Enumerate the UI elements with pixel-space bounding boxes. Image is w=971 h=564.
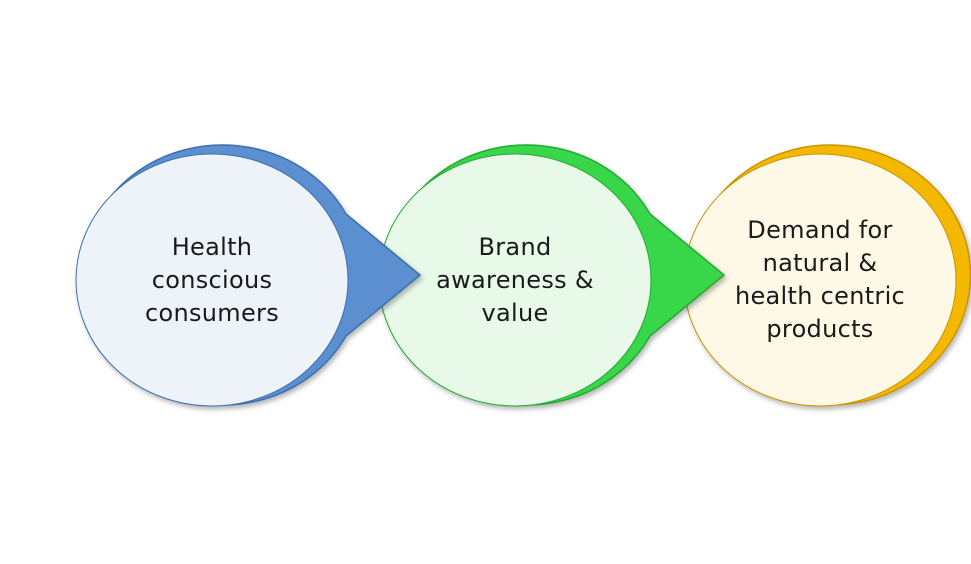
node-2-label: Brand awareness & value	[395, 180, 635, 380]
node-2-line: awareness &	[436, 265, 594, 294]
node-1-line: Health	[171, 232, 253, 261]
node-3-shape	[683, 144, 971, 407]
node-3-label: Demand for natural & health centric prod…	[700, 180, 940, 380]
node-1-line: conscious	[151, 265, 273, 294]
node-2-line: Brand	[478, 232, 552, 261]
node-2-line: value	[481, 298, 549, 327]
node-3-line: products	[766, 315, 874, 343]
node-2-shape	[378, 144, 726, 407]
node-1-shape	[75, 144, 422, 407]
node-3-line: Demand for	[747, 216, 893, 244]
node-3-line: natural &	[762, 249, 878, 277]
node-1-line: consumers	[144, 298, 280, 327]
node-3-line: health centric	[734, 282, 906, 310]
node-1-label: Health conscious consumers	[92, 180, 332, 380]
